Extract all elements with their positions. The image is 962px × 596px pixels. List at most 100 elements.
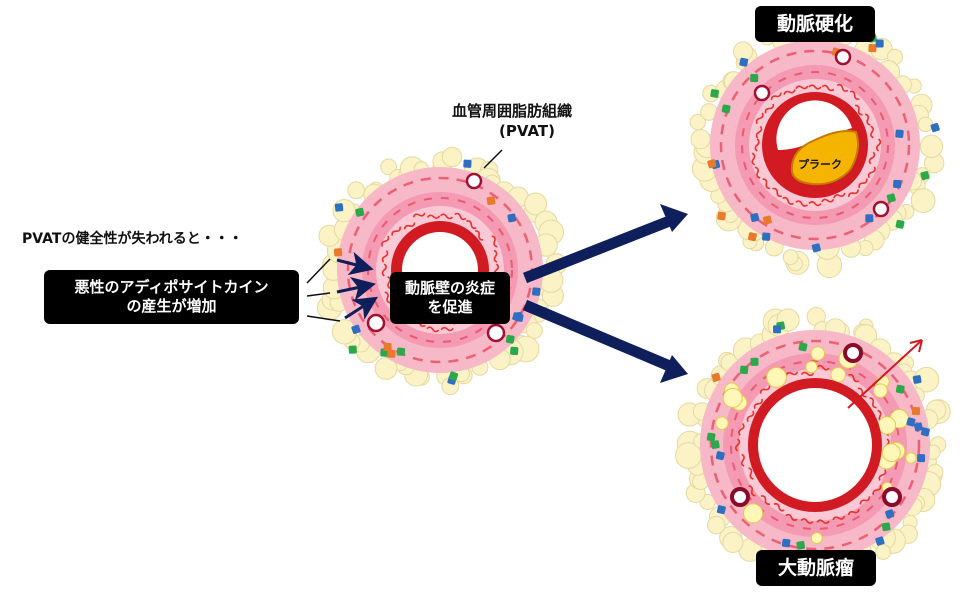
muscle-fiber bbox=[878, 469, 887, 481]
cell-marker bbox=[348, 345, 357, 354]
fat-cell bbox=[689, 113, 706, 131]
adipo-pointer-lines bbox=[306, 258, 341, 322]
progression-arrow-up bbox=[522, 204, 688, 284]
muscle-fiber bbox=[764, 103, 775, 114]
muscle-fiber bbox=[391, 226, 402, 236]
muscle-fiber bbox=[748, 467, 754, 480]
cell-marker bbox=[721, 104, 731, 114]
cell-marker bbox=[396, 347, 406, 356]
muscle-fiber bbox=[760, 495, 771, 505]
cell-marker bbox=[796, 540, 806, 550]
aneurysm-vessel bbox=[675, 306, 951, 585]
muscle-fiber bbox=[800, 371, 815, 377]
cell-marker bbox=[747, 232, 757, 242]
muscle-fiber bbox=[454, 212, 467, 221]
fat-cell bbox=[917, 116, 934, 133]
muscle-fiber bbox=[381, 263, 387, 277]
muscle-fiber bbox=[762, 178, 771, 190]
fat-droplet bbox=[743, 503, 764, 524]
muscle-fiber bbox=[426, 326, 440, 333]
cell-marker bbox=[895, 384, 905, 394]
fat-cell bbox=[875, 544, 892, 560]
plaque-label: プラーク bbox=[798, 158, 842, 171]
fat-cell bbox=[707, 515, 726, 535]
cell-marker bbox=[351, 324, 361, 335]
fat-droplet bbox=[830, 366, 847, 383]
muscle-fiber bbox=[381, 235, 390, 247]
muscle-fiber bbox=[832, 515, 846, 521]
pvat-title-label: 血管周囲脂肪組織 bbox=[452, 102, 573, 120]
cell-marker bbox=[895, 129, 904, 139]
cell-marker bbox=[505, 334, 515, 344]
muscle-fiber bbox=[859, 496, 871, 505]
cell-marker bbox=[762, 232, 771, 241]
fat-droplet bbox=[905, 452, 917, 464]
aneurysm-lumen bbox=[758, 388, 872, 502]
atherosclerosis-label: 動脈硬化 bbox=[755, 6, 875, 42]
muscle-fiber bbox=[785, 371, 799, 376]
cell-marker bbox=[811, 243, 821, 253]
cell-marker bbox=[716, 505, 726, 515]
muscle-fiber bbox=[387, 276, 391, 290]
muscle-fiber bbox=[849, 90, 860, 100]
cell-marker bbox=[917, 454, 926, 463]
muscle-fiber bbox=[381, 250, 389, 263]
muscle-fiber bbox=[808, 84, 822, 90]
cell-marker bbox=[750, 74, 759, 83]
cell-marker bbox=[355, 207, 365, 217]
fat-droplet bbox=[766, 366, 787, 388]
cell-marker bbox=[886, 193, 896, 203]
muscle-fiber bbox=[833, 192, 846, 199]
muscle-fiber bbox=[751, 152, 756, 166]
narrowed-lumen bbox=[776, 100, 852, 150]
cell-marker bbox=[920, 171, 930, 181]
muscle-fiber bbox=[755, 125, 763, 139]
aneurysm-label: 大動脈瘤 bbox=[756, 550, 876, 586]
cell-marker bbox=[334, 203, 344, 212]
muscle-fiber bbox=[847, 189, 859, 197]
cell-marker bbox=[912, 375, 922, 384]
muscle-fiber bbox=[426, 214, 441, 219]
fat-droplet bbox=[722, 387, 743, 408]
secretion-arrows bbox=[336, 251, 379, 320]
muscle-fiber bbox=[847, 508, 860, 516]
muscle-fiber bbox=[782, 196, 794, 205]
muscle-fiber bbox=[738, 422, 745, 436]
aneurysm-text: 大動脈瘤 bbox=[777, 556, 854, 579]
cell-marker bbox=[739, 365, 749, 375]
muscle-fiber bbox=[854, 104, 863, 116]
fat-droplet bbox=[715, 416, 729, 430]
cell-marker bbox=[875, 39, 884, 48]
cell-marker bbox=[875, 536, 885, 546]
muscle-fiber bbox=[872, 484, 882, 496]
adipocytokine-line2: の産生が増加 bbox=[126, 297, 217, 315]
cell-marker bbox=[906, 417, 916, 427]
muscle-fiber bbox=[808, 201, 822, 207]
plaque bbox=[790, 130, 859, 186]
muscle-fiber bbox=[868, 151, 876, 165]
cell-marker bbox=[881, 522, 891, 532]
muscle-fiber bbox=[848, 373, 860, 383]
fat-cell bbox=[524, 192, 548, 216]
center-cell bbox=[465, 172, 483, 190]
muscle-fiber bbox=[821, 84, 835, 92]
muscle-fiber bbox=[836, 83, 849, 92]
progression-arrow-down bbox=[522, 299, 688, 383]
atherosclerosis-vessel bbox=[689, 15, 945, 279]
muscle-fiber bbox=[773, 503, 785, 512]
muscle-fiber bbox=[858, 178, 868, 189]
fat-droplet bbox=[873, 383, 888, 398]
muscle-fiber bbox=[870, 125, 874, 139]
muscle-fiber bbox=[754, 138, 760, 152]
fat-cell bbox=[722, 531, 744, 553]
muscle-fiber bbox=[783, 89, 796, 95]
cell-marker bbox=[448, 371, 459, 381]
muscle-fiber bbox=[816, 519, 830, 524]
center-cell bbox=[486, 323, 506, 343]
cell-marker bbox=[710, 89, 719, 98]
pvat-pointer bbox=[483, 149, 503, 169]
muscle-fiber bbox=[795, 85, 809, 90]
cell-marker bbox=[930, 122, 940, 133]
cell-marker bbox=[911, 406, 921, 416]
cell-marker bbox=[507, 213, 517, 223]
